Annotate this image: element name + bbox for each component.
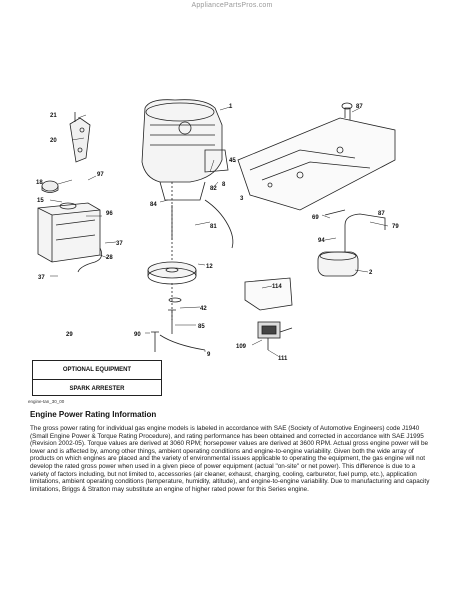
callout-111: 111 [278,356,288,362]
callout-97: 97 [97,172,104,178]
callout-29: 29 [66,332,73,338]
bolt-85[interactable] [168,309,176,334]
section-title: Engine Power Rating Information [30,410,157,419]
optional-equipment-label: OPTIONAL EQUIPMENT [33,361,161,380]
callout-90: 90 [134,332,141,338]
callout-12: 12 [206,264,213,270]
fuel-tank[interactable] [37,202,101,263]
engine-power-paragraph: The gross power rating for individual ga… [30,425,430,493]
spark-arrester-unit[interactable] [257,321,281,339]
engine-pulley[interactable] [147,261,197,285]
callout-42: 42 [200,306,207,312]
callout-114: 114 [272,284,282,290]
fuel-line[interactable] [77,247,103,273]
fuel-cap[interactable] [41,180,59,193]
callout-18: 18 [36,180,43,186]
callout-109: 109 [236,344,247,350]
callout-87: 87 [356,104,363,110]
callout-28: 28 [106,255,113,261]
callout-84: 84 [150,202,157,208]
callout-82: 82 [210,186,217,192]
throttle-bracket[interactable] [69,112,91,163]
callout-87b: 87 [378,211,385,217]
heat-shield[interactable] [244,277,293,311]
engine-block[interactable] [141,99,229,201]
callout-21: 21 [50,113,57,119]
chassis-frame[interactable] [237,102,396,211]
control-rod[interactable] [159,334,206,351]
bolt-90[interactable] [151,331,159,352]
exhaust-tube[interactable] [204,199,234,249]
callout-96: 96 [106,211,113,217]
parts-diagram: 1 21 20 18 97 15 96 37 28 37 45 8 82 84 … [36,99,399,362]
callout-2: 2 [369,270,373,276]
callout-45: 45 [229,158,236,164]
callout-3: 3 [240,196,244,202]
callout-8: 8 [222,182,226,188]
optional-equipment-box: OPTIONAL EQUIPMENT SPARK ARRESTER [32,360,162,396]
diagram-caption: engine-tan_30_00 [28,399,65,404]
callout-37b: 37 [38,275,45,281]
callout-69: 69 [312,215,319,221]
callout-94: 94 [318,238,325,244]
callout-1: 1 [229,104,233,110]
watermark: AppliancePartsPros.com [191,2,273,9]
muffler[interactable] [317,251,359,277]
callout-9: 9 [207,352,211,358]
callout-79: 79 [392,224,399,230]
callout-37a: 37 [116,241,123,247]
callout-20: 20 [50,138,57,144]
spark-arrester-label: SPARK ARRESTER [69,386,125,392]
washer-42[interactable] [168,297,182,303]
exhaust-pipe[interactable] [344,213,386,252]
callout-81: 81 [210,224,217,230]
callout-15: 15 [37,198,44,204]
callout-85: 85 [198,324,205,330]
